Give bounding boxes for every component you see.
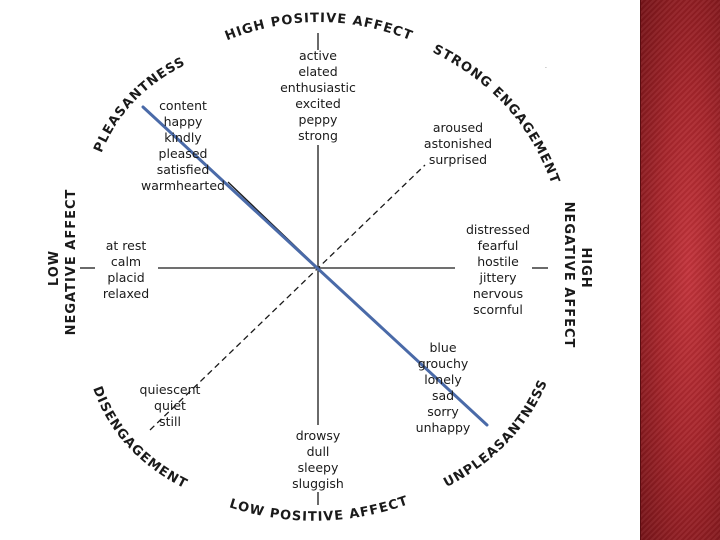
affect-word: warmhearted <box>141 178 225 193</box>
affect-word: placid <box>107 270 144 285</box>
affect-word: sluggish <box>292 476 344 491</box>
affect-word: scornful <box>473 302 523 317</box>
group-low-positive-affect: drowsy dull sleepy sluggish <box>292 428 344 491</box>
caption-high-positive-affect: HIGH POSITIVE AFFECT <box>223 11 415 44</box>
affect-word: relaxed <box>103 286 149 301</box>
affect-word: kindly <box>164 130 202 145</box>
affect-word: dull <box>307 444 330 459</box>
affect-word: still <box>159 414 181 429</box>
caption-low-negative-affect-line1: LOW <box>47 250 62 286</box>
affect-word: sad <box>432 388 454 403</box>
affect-word: strong <box>298 128 338 143</box>
affect-word: pleased <box>159 146 208 161</box>
affect-word: drowsy <box>296 428 341 443</box>
affect-word: surprised <box>429 152 487 167</box>
affect-word: happy <box>164 114 203 129</box>
affect-word: satisfied <box>157 162 210 177</box>
caption-high-negative-affect-line2: NEGATIVE AFFECT <box>561 202 576 349</box>
affect-circumplex-diagram: HIGH POSITIVE AFFECT STRONG ENGAGEMENT U… <box>47 11 593 525</box>
affect-word: calm <box>111 254 141 269</box>
caption-low-positive-affect: LOW POSITIVE AFFECT <box>228 493 411 524</box>
affect-word: quiet <box>154 398 186 413</box>
affect-word: hostile <box>477 254 519 269</box>
affect-word: jittery <box>479 270 518 285</box>
affect-word: distressed <box>466 222 530 237</box>
group-pleasantness: content happy kindly pleased satisfied w… <box>141 98 225 193</box>
affect-word: lonely <box>424 372 462 387</box>
affect-word: aroused <box>433 120 483 135</box>
affect-word: fearful <box>478 238 519 253</box>
group-high-positive-affect: active elated enthusiastic excited peppy… <box>280 48 356 143</box>
affect-word: active <box>299 48 337 63</box>
group-high-negative-affect: distressed fearful hostile jittery nervo… <box>466 222 530 317</box>
affect-word: astonished <box>424 136 492 151</box>
affect-word: content <box>159 98 207 113</box>
side-band-edge <box>640 0 641 540</box>
dashed-diagonal-axis <box>149 164 426 431</box>
affect-word: at rest <box>106 238 147 253</box>
affect-word: elated <box>298 64 337 79</box>
group-unpleasantness: blue grouchy lonely sad sorry unhappy <box>416 340 471 435</box>
affect-word: nervous <box>473 286 523 301</box>
affect-word: quiescent <box>140 382 201 397</box>
affect-word: sorry <box>427 404 459 419</box>
affect-word: excited <box>295 96 341 111</box>
group-low-negative-affect: at rest calm placid relaxed <box>103 238 149 301</box>
affect-word: unhappy <box>416 420 471 435</box>
group-disengagement: quiescent quiet still <box>140 382 201 429</box>
stray-mark: · <box>545 65 547 72</box>
affect-word: grouchy <box>418 356 469 371</box>
group-strong-engagement: aroused astonished surprised <box>424 120 492 167</box>
affect-word: peppy <box>299 112 338 127</box>
affect-word: blue <box>429 340 456 355</box>
affect-word: sleepy <box>298 460 339 475</box>
affect-word: enthusiastic <box>280 80 356 95</box>
decorative-side-band <box>641 0 720 540</box>
highlight-overlay-line <box>141 105 489 427</box>
caption-high-negative-affect-line1: HIGH <box>578 247 593 288</box>
caption-low-negative-affect-line2: NEGATIVE AFFECT <box>64 189 79 336</box>
